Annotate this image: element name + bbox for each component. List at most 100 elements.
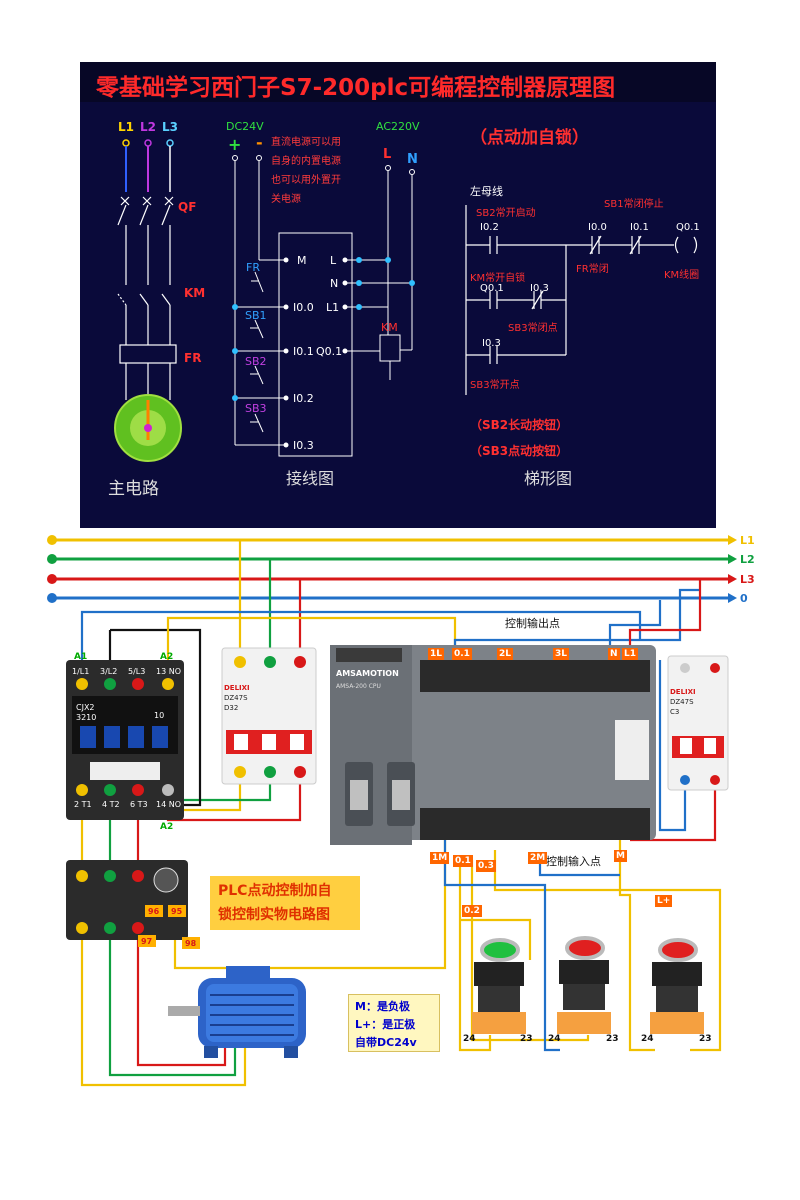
bus-line-l1 (47, 535, 737, 545)
terminal-q01: Q0.1 (316, 345, 342, 358)
breaker1-brand: DELIXI (224, 684, 250, 692)
ladder-q01b: Q0.1 (480, 283, 504, 294)
phase-label-l1: L1 (118, 120, 134, 134)
ladder-sb3-nc: SB3常闭点 (508, 321, 558, 334)
legend-lplus: L+：是正极 (355, 1018, 416, 1031)
ladder-i01: I0.1 (630, 222, 649, 233)
schematic-panel (80, 62, 716, 528)
ladder-q01: Q0.1 (676, 222, 700, 233)
bus-line-l3 (47, 574, 737, 584)
ladder-i03b: I0.3 (482, 338, 501, 349)
plc-in-01: 0.1 (453, 855, 473, 867)
terminal-i02: I0.2 (293, 392, 314, 405)
breaker2-rating: C3 (670, 708, 679, 716)
relay-97: 97 (141, 937, 152, 946)
photo-caption-note: PLC点动控制加自 锁控制实物电路图 (210, 876, 360, 930)
wiring-km-label: KM (381, 321, 398, 334)
terminal-m: M (297, 254, 307, 267)
bus-label-n: 0 (740, 592, 748, 605)
ladder-heading: （点动加自锁） (470, 127, 589, 148)
dc-note-1: 直流电源可以用 (271, 135, 341, 148)
ladder-fr-label: FR常闭 (576, 262, 609, 275)
plc-out-01: 0.1 (452, 648, 472, 660)
contactor-a2-top: A2 (160, 652, 173, 662)
breaker-c3: DELIXI DZ47S C3 (667, 655, 729, 791)
dc-minus: - (256, 133, 263, 152)
plc-brand: AMSAMOTION (336, 669, 399, 678)
ac-n-label: N (407, 152, 418, 167)
ladder-km-self: KM常开自锁 (470, 271, 525, 284)
dc-plus: + (228, 135, 241, 154)
plc-out-3l: 3L (553, 648, 569, 660)
legend-dc24v: 自带DC24v (355, 1036, 417, 1049)
ladder-sb2-label: SB2常开启动 (476, 206, 536, 219)
terminal-i00: I0.0 (293, 301, 314, 314)
terminal-i01: I0.1 (293, 345, 314, 358)
breaker2-model: DZ47S (670, 698, 694, 706)
bus-label-l3: L3 (740, 573, 755, 586)
breaker2-brand: DELIXI (670, 688, 696, 696)
ladder-note-sb3: （SB3点动按钮） (470, 443, 568, 458)
wiring-sb2-label: SB2 (245, 355, 267, 368)
btn1-t23: 23 (520, 1034, 533, 1044)
legend-box: M：是负极 L+：是正极 自带DC24v (348, 994, 440, 1052)
dc-note-4: 关电源 (271, 192, 301, 205)
page-title: 零基础学习西门子S7-200plc可编程控制器原理图 (96, 75, 616, 101)
terminal-i03: I0.3 (293, 439, 314, 452)
btn2-t23: 23 (606, 1034, 619, 1044)
bus-label-l1: L1 (740, 534, 755, 547)
contactor-model-1: CJX2 (76, 703, 95, 712)
relay-95: 95 (171, 907, 183, 916)
ladder-caption: 梯形图 (524, 469, 572, 488)
btn2-t24: 24 (548, 1034, 561, 1044)
wiring-caption: 接线图 (286, 469, 334, 488)
ladder-i02: I0.2 (480, 222, 499, 233)
button-jog[interactable]: 24 23 (641, 938, 712, 1044)
plc-model: AMSA-200 CPU (336, 683, 381, 690)
contactor-3l2: 3/L2 (100, 667, 117, 676)
contactor-rating: 10 (154, 711, 164, 720)
wiring-sb3-label: SB3 (245, 402, 267, 415)
ac-l-label: L (383, 147, 391, 162)
legend-m: M：是负极 (355, 1000, 410, 1013)
plc-in-2m: 2M (528, 852, 548, 864)
terminal-l1: L1 (326, 301, 339, 314)
btn3-t23: 23 (699, 1034, 712, 1044)
bus-line-l2 (47, 554, 737, 564)
contactor-model-2: 3210 (76, 713, 96, 722)
terminal-l: L (330, 254, 337, 267)
contactor-5l3: 5/L3 (128, 667, 145, 676)
terminal-n: N (330, 277, 338, 290)
title-bar (80, 62, 716, 102)
ac220v-label: AC220V (376, 120, 420, 133)
breaker-d32: DELIXI DZ47S D32 (221, 647, 317, 785)
plc-out-2l: 2L (497, 648, 513, 660)
wires (80, 540, 722, 1087)
breaker1-model: DZ47S (224, 694, 248, 702)
plc-in-1m: 1M (430, 852, 450, 864)
button-start[interactable]: 24 23 (463, 938, 533, 1044)
contactor-1l1: 1/L1 (72, 667, 89, 676)
ladder-km-coil: KM线圈 (664, 268, 699, 281)
button-stop[interactable]: 24 23 (548, 936, 619, 1044)
note-line-2: 锁控制实物电路图 (218, 907, 330, 923)
ladder-i00: I0.0 (588, 222, 607, 233)
plc-in-03: 0.3 (476, 860, 496, 872)
main-circuit: L1 L2 L3 (108, 120, 205, 499)
plc-output-title: 控制输出点 (505, 616, 560, 630)
ladder-sb3-no: SB3常开点 (470, 378, 520, 391)
contactor-a1: A1 (74, 652, 87, 662)
contactor: A1 1/L1 3/L2 5/L3 13 NO A2 CJX2 3210 10 … (66, 652, 184, 832)
ladder-sb1-label: SB1常闭停止 (604, 197, 664, 210)
plc-lplus: L+ (655, 895, 673, 907)
plc-input-title: 控制输入点 (546, 854, 601, 868)
plc-in-02: 0.2 (462, 905, 482, 917)
bus-lines: L1 L2 L3 0 (47, 534, 755, 605)
phase-label-l3: L3 (162, 120, 178, 134)
motor-photo (168, 966, 306, 1058)
bus-line-n (47, 593, 737, 603)
dc-note-3: 也可以用外置开 (271, 173, 341, 186)
contactor-6t3: 6 T3 (130, 800, 148, 809)
btn3-t24: 24 (641, 1034, 654, 1044)
